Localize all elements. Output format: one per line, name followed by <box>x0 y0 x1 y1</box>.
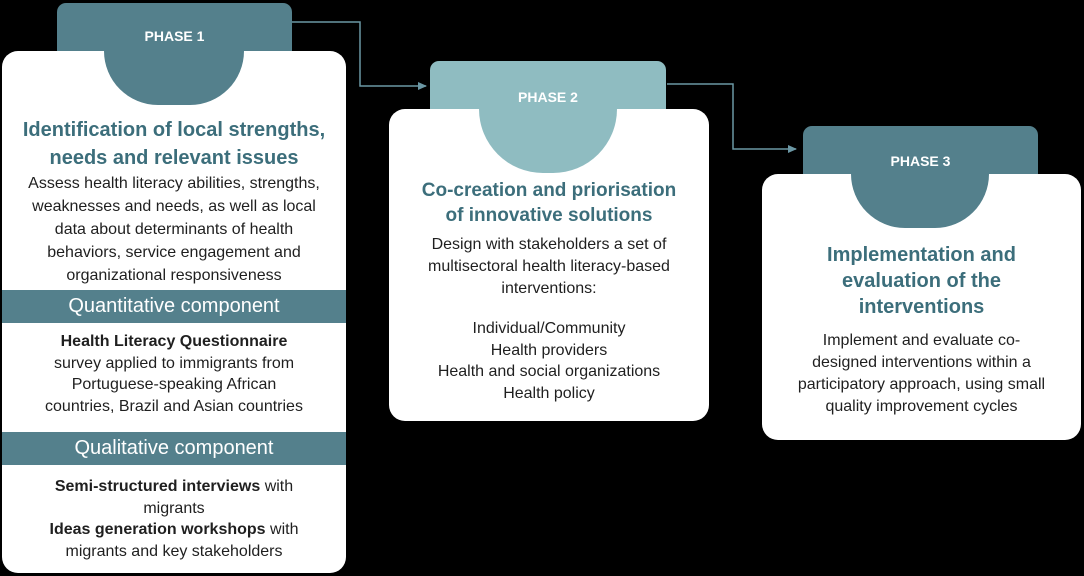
phase3-desc-line: designed interventions within a <box>812 354 1031 371</box>
phase1-description: Assess health literacy abilities, streng… <box>2 172 346 287</box>
phase3-tab <box>803 126 1038 174</box>
qualitative-item-1: Semi-structured interviews with <box>2 476 346 498</box>
phase3-desc-line: Implement and evaluate co- <box>822 332 1021 349</box>
phase3-tab-label: PHASE 3 <box>890 153 951 169</box>
phase3-description: Implement and evaluate co- designed inte… <box>762 330 1081 418</box>
phase1-desc-line: organizational responsiveness <box>66 267 282 284</box>
workshops-with: with <box>265 521 299 538</box>
phase2-title-line2: of innovative solutions <box>445 205 653 226</box>
interviews-label: Semi-structured interviews <box>54 478 261 495</box>
intervention-item: Health providers <box>490 341 608 359</box>
phase2-desc-line: Design with stakeholders a set of <box>431 236 667 253</box>
phase2-title: Co-creation and priorisation of innovati… <box>389 178 709 228</box>
phase3-title: Implementation and evaluation of the int… <box>762 242 1081 320</box>
qualitative-details: Semi-structured interviews with migrants… <box>2 476 346 562</box>
arrow-phase1-to-phase2 <box>292 21 427 90</box>
phase1-desc-line: data about determinants of health <box>54 221 294 238</box>
phase1-tab <box>57 3 292 51</box>
phase3-title-line3: interventions <box>858 296 985 318</box>
phase3-title-line1: Implementation and <box>827 244 1016 266</box>
intervention-item: Individual/Community <box>472 320 626 337</box>
quantitative-line: Portuguese-speaking African <box>71 376 277 393</box>
phase2-description: Design with stakeholders a set of multis… <box>389 234 709 300</box>
qualitative-component-band: Qualitative component <box>2 432 346 465</box>
phase3-desc-line: quality improvement cycles <box>825 398 1018 415</box>
qualitative-item-2: Ideas generation workshops with <box>2 519 346 541</box>
phase2-desc-line: multisectoral health literacy-based <box>428 258 670 275</box>
qualitative-item-1-line2: migrants <box>143 499 205 517</box>
hlq-title: Health Literacy Questionnaire <box>60 333 288 350</box>
phase1-tab-label: PHASE 1 <box>144 28 205 44</box>
phase2-tab-label: PHASE 2 <box>518 89 578 105</box>
intervention-item: Health and social organizations <box>437 363 661 380</box>
intervention-item: Health policy <box>503 384 595 402</box>
phase2-desc-line: interventions: <box>501 280 597 297</box>
interviews-with: with <box>260 478 294 495</box>
phase1-desc-line: Assess health literacy abilities, streng… <box>28 175 320 192</box>
phase1-title-line2: needs and relevant issues <box>49 147 299 169</box>
quantitative-line: countries, Brazil and Asian countries <box>45 397 303 415</box>
qualitative-item-2-line2: migrants and key stakeholders <box>65 542 283 560</box>
phase3-title-line2: evaluation of the <box>842 270 1001 292</box>
arrow-phase2-to-phase3 <box>667 83 797 153</box>
quantitative-line: survey applied to immigrants from <box>53 354 295 372</box>
phase3-desc-line: participatory approach, using small <box>797 376 1046 393</box>
phase1-title-line1: Identification of local strengths, <box>22 119 326 141</box>
phase2-tab <box>430 61 666 109</box>
phase1-desc-line: behaviors, service engagement and <box>47 244 301 261</box>
phase1-title: Identification of local strengths, needs… <box>2 116 346 172</box>
phase2-intervention-list: Individual/Community Health providers He… <box>389 318 709 404</box>
quantitative-details: Health Literacy Questionnaire survey app… <box>2 331 346 417</box>
phase2-title-line1: Co-creation and priorisation <box>421 180 677 201</box>
phase1-desc-line: weaknesses and needs, as well as local <box>32 198 316 215</box>
quantitative-component-band: Quantitative component <box>2 290 346 323</box>
workshops-label: Ideas generation workshops <box>49 521 266 538</box>
